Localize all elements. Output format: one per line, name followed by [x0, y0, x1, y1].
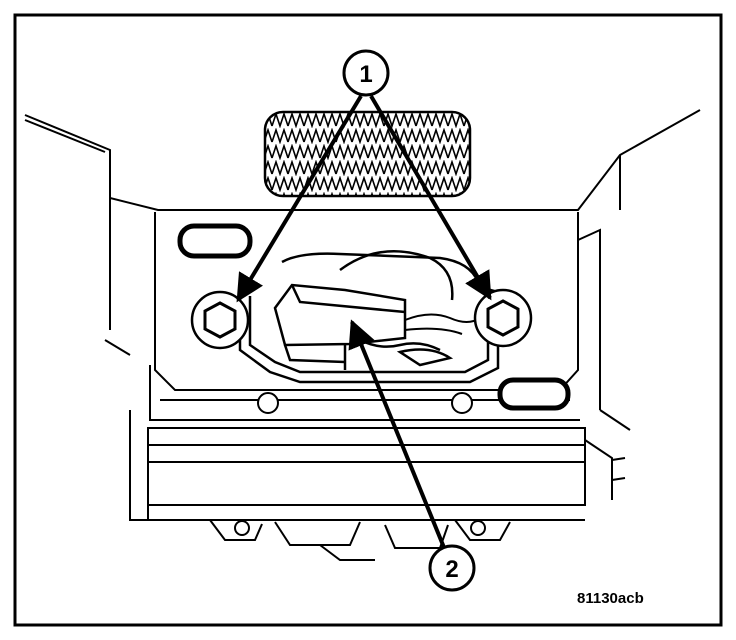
leader-1-to-right-bolt — [369, 94, 492, 301]
slot-left — [177, 223, 253, 259]
callout-2-label: 2 — [445, 556, 458, 583]
bolt-left — [190, 290, 250, 350]
lower-bar — [129, 427, 626, 521]
upper-panel — [24, 109, 701, 330]
hole-left — [257, 392, 279, 414]
leader-lines — [236, 94, 492, 551]
pedal-pad — [263, 110, 472, 198]
slot-right — [497, 377, 571, 411]
hole-right — [451, 392, 473, 414]
callout-2: 2 — [428, 544, 476, 592]
figure-reference: 81130acb — [577, 590, 644, 607]
bottom-hardware — [209, 519, 511, 561]
bolt-right — [473, 288, 533, 348]
callout-1: 1 — [342, 49, 390, 97]
leader-2-to-switch — [348, 319, 447, 551]
leader-1-to-left-bolt — [236, 94, 363, 303]
callout-1-label: 1 — [359, 61, 372, 88]
wire-harness — [404, 313, 481, 335]
